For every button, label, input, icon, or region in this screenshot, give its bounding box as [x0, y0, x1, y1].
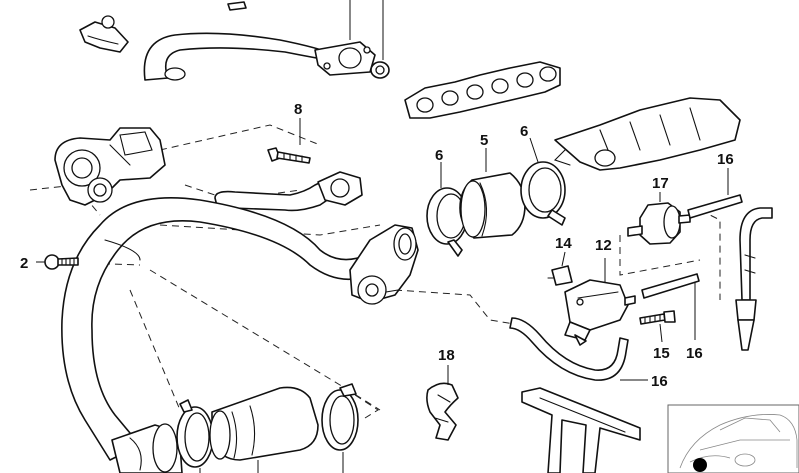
bolt-8[interactable]	[267, 147, 311, 164]
gasket-ring-top[interactable]	[370, 61, 390, 79]
callout-15: 15	[653, 345, 670, 362]
filter-17[interactable]	[627, 202, 691, 245]
callout-16-lower: 16	[651, 373, 668, 390]
callout-12: 12	[595, 237, 612, 254]
vehicle-location-inset	[667, 404, 799, 473]
callout-2: 2	[20, 255, 28, 272]
callout-6-right: 6	[520, 123, 528, 140]
pressure-converter-12[interactable]	[564, 279, 636, 346]
hose-clamp-bottom-left[interactable]	[176, 399, 214, 468]
support-bracket[interactable]	[521, 387, 641, 473]
leader-6-right	[529, 137, 539, 163]
intake-manifold[interactable]	[553, 97, 741, 171]
callout-16-upper: 16	[717, 151, 734, 168]
dashed-assembly-lines	[29, 124, 721, 411]
car-location-icon	[679, 414, 798, 469]
bolt-2[interactable]	[44, 254, 79, 270]
rubber-boot[interactable]	[209, 386, 319, 461]
hose-16-upper[interactable]	[687, 194, 743, 219]
manifold-gasket[interactable]	[404, 61, 561, 119]
clip-18[interactable]	[426, 382, 459, 441]
leader-15	[659, 323, 663, 343]
callout-6-left: 6	[435, 147, 443, 164]
callout-labels: 2 5 6 6 8 12 14 15 16 16 16 17 18	[20, 101, 734, 390]
leader-14	[561, 251, 566, 267]
callout-8: 8	[294, 101, 302, 118]
screw-15[interactable]	[639, 310, 676, 325]
middle-pipe[interactable]	[214, 171, 363, 213]
callout-16-middle: 16	[686, 345, 703, 362]
vacuum-hose-16-lower[interactable]	[509, 317, 629, 381]
intake-sleeve-bottom[interactable]	[111, 423, 183, 473]
sleeve-5[interactable]	[459, 172, 526, 239]
crossover-pipe-top[interactable]	[143, 32, 376, 81]
pipe-clamp[interactable]	[79, 15, 129, 53]
egr-valve-housing[interactable]	[349, 224, 419, 305]
hose-clamp-6-left[interactable]	[426, 187, 468, 257]
callout-14: 14	[555, 235, 572, 252]
connector-14[interactable]	[547, 265, 573, 286]
bent-hose-right[interactable]	[735, 207, 773, 351]
callout-5: 5	[480, 132, 488, 149]
hose-clamp-6-right[interactable]	[520, 161, 566, 226]
turbocharger[interactable]	[54, 127, 166, 206]
bolt-top[interactable]	[227, 1, 247, 11]
hose-clamp-bottom-right[interactable]	[321, 383, 359, 451]
callout-17: 17	[652, 175, 669, 192]
hose-16-middle[interactable]	[641, 273, 700, 299]
callout-18: 18	[438, 347, 455, 364]
location-marker	[693, 458, 707, 472]
dashed-bottom	[354, 394, 379, 419]
